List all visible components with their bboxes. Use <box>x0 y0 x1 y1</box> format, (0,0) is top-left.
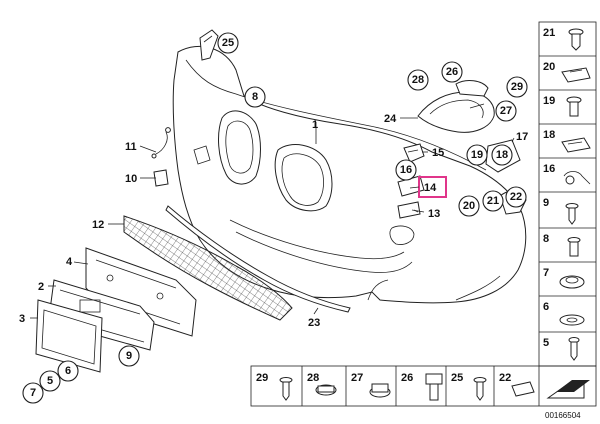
bumper-cover <box>172 45 527 304</box>
svg-text:26: 26 <box>446 66 458 78</box>
screw-21-icon <box>568 28 584 51</box>
nut-27-icon <box>369 383 391 398</box>
label-3: 3 <box>19 313 25 325</box>
plate-base <box>35 299 103 373</box>
svg-text:27: 27 <box>500 105 512 117</box>
label-13: 13 <box>428 208 440 220</box>
bottom-label-26: 26 <box>401 372 413 384</box>
label-23: 23 <box>308 317 320 329</box>
callout-22: 22 <box>505 186 527 208</box>
label-10: 10 <box>125 173 137 185</box>
callout-20: 20 <box>458 195 480 217</box>
side-label-8: 8 <box>543 233 549 245</box>
callout-29: 29 <box>506 76 528 98</box>
svg-text:6: 6 <box>65 365 71 377</box>
bottom-label-27: 27 <box>351 372 363 384</box>
clip-22-icon <box>511 381 535 397</box>
side-label-7: 7 <box>543 267 549 279</box>
bolt-19-icon <box>566 96 582 117</box>
svg-text:9: 9 <box>126 350 132 362</box>
side-label-6: 6 <box>543 301 549 313</box>
label-11: 11 <box>125 141 137 153</box>
grommet-7-icon <box>559 275 585 289</box>
label-15: 15 <box>432 147 444 159</box>
label-24: 24 <box>384 113 397 125</box>
svg-text:20: 20 <box>463 200 475 212</box>
side-label-16: 16 <box>543 163 555 175</box>
washer-6-icon <box>559 314 585 326</box>
label-12: 12 <box>92 219 104 231</box>
top-bracket <box>199 29 219 61</box>
trim-strip <box>165 205 351 313</box>
mesh-grille <box>123 215 293 321</box>
clip-11 <box>151 127 171 159</box>
callout-28: 28 <box>407 69 429 91</box>
bottom-label-29: 29 <box>256 372 268 384</box>
svg-text:18: 18 <box>496 149 508 161</box>
svg-text:8: 8 <box>252 91 258 103</box>
air-duct-assembly <box>417 80 495 133</box>
leader-13 <box>411 209 425 213</box>
callout-7: 7 <box>22 382 44 404</box>
svg-text:5: 5 <box>47 375 53 387</box>
callout-16: 16 <box>395 159 417 181</box>
svg-text:16: 16 <box>400 164 412 176</box>
svg-text:21: 21 <box>487 195 499 207</box>
callout-5: 5 <box>39 370 61 392</box>
svg-text:22: 22 <box>510 191 522 203</box>
callout-27: 27 <box>495 100 517 122</box>
document-number: 00166504 <box>545 411 581 420</box>
bottom-label-25: 25 <box>451 372 463 384</box>
svg-text:19: 19 <box>471 149 483 161</box>
cover-10 <box>153 169 169 187</box>
spring-nut-18-icon <box>561 137 591 153</box>
screw-9-icon <box>565 203 579 225</box>
bottom-parts-panel: 29 28 27 26 25 22 <box>250 365 597 407</box>
bracket-15 <box>403 143 425 163</box>
rivet-8-icon <box>567 237 581 257</box>
callout-26: 26 <box>441 61 463 83</box>
nut-28-icon <box>315 384 337 396</box>
wire-clip-16-icon <box>563 171 591 185</box>
callout-8: 8 <box>244 86 266 108</box>
screw-5-icon <box>568 337 580 361</box>
bottom-label-28: 28 <box>307 372 319 384</box>
svg-text:25: 25 <box>222 37 234 49</box>
label-17: 17 <box>516 131 528 143</box>
callout-21: 21 <box>482 190 504 212</box>
bolt-26-icon <box>425 373 443 401</box>
side-parts-panel: 21 20 19 18 16 9 8 7 6 5 <box>538 21 597 367</box>
label-1: 1 <box>312 119 318 131</box>
clip-nut-20-icon <box>561 67 591 83</box>
side-label-19: 19 <box>543 95 555 107</box>
callout-18: 18 <box>491 144 513 166</box>
side-label-21: 21 <box>543 27 555 39</box>
screw-25-icon <box>473 377 487 401</box>
side-label-20: 20 <box>543 61 555 73</box>
label-4: 4 <box>66 256 73 268</box>
leader-14 <box>409 186 420 189</box>
callout-25: 25 <box>217 32 239 54</box>
side-label-5: 5 <box>543 337 549 349</box>
direction-arrow-icon <box>546 380 590 399</box>
callout-6: 6 <box>57 360 79 382</box>
svg-text:29: 29 <box>511 81 523 93</box>
bottom-label-22: 22 <box>499 372 511 384</box>
label-14: 14 <box>424 182 437 194</box>
svg-text:28: 28 <box>412 74 424 86</box>
side-label-18: 18 <box>543 129 555 141</box>
label-2: 2 <box>38 281 44 293</box>
callout-9: 9 <box>118 345 140 367</box>
side-label-9: 9 <box>543 197 549 209</box>
svg-text:7: 7 <box>30 387 36 399</box>
callout-19: 19 <box>466 144 488 166</box>
push-pin-29-icon <box>279 377 293 401</box>
